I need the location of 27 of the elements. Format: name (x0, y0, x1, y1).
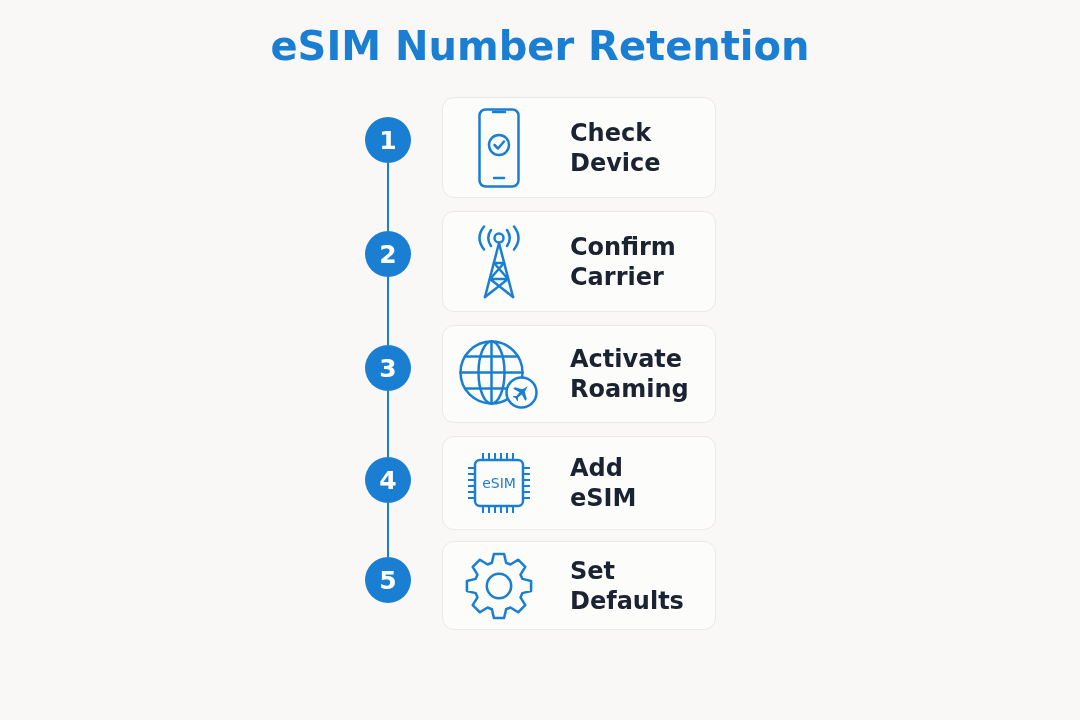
step-marker (365, 457, 411, 503)
step-marker (365, 231, 411, 277)
step-number: 3 (379, 355, 397, 381)
step-card (442, 211, 716, 312)
step-title: Confirm Carrier (570, 231, 676, 292)
step-title: Check Device (570, 117, 661, 178)
step-number: 5 (379, 567, 397, 593)
step-title: Set Defaults (570, 555, 684, 616)
diagram-title: eSIM Number Retention (270, 22, 810, 70)
chip-label: eSIM (482, 475, 516, 491)
step-card (442, 97, 716, 198)
step-title: Add eSIM (570, 453, 637, 513)
connector-line (387, 276, 389, 346)
step-number: 1 (379, 127, 397, 153)
step-marker (365, 117, 411, 163)
step-card (442, 541, 716, 630)
connector-line (387, 390, 389, 458)
connector-line (387, 162, 389, 232)
step-number: 2 (379, 241, 397, 267)
step-card (442, 436, 716, 530)
step-card (442, 325, 716, 423)
esim-chip (466, 451, 532, 515)
step-marker (365, 557, 411, 603)
step-number: 4 (379, 467, 397, 493)
step-marker (365, 345, 411, 391)
connector-line (387, 502, 389, 558)
step-title: Activate Roaming (570, 344, 689, 404)
